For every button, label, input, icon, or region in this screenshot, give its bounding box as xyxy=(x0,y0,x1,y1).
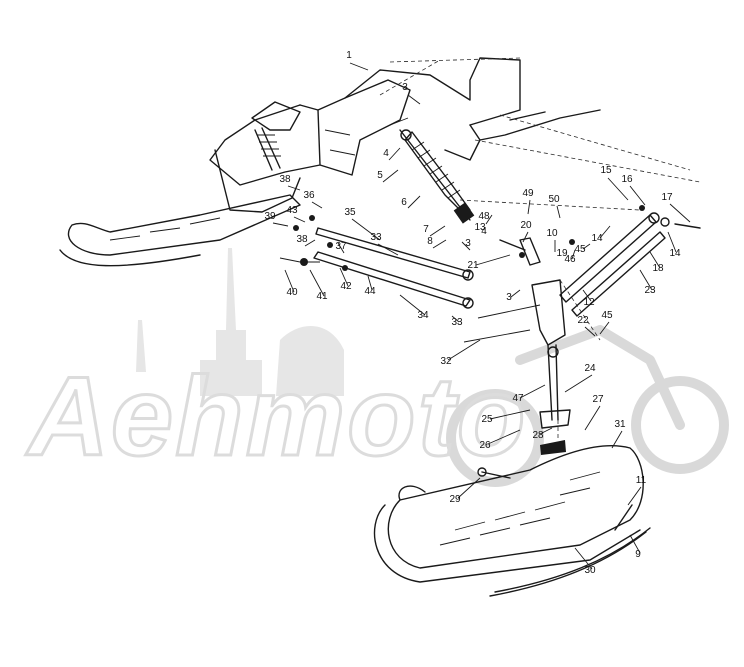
callout-42: 42 xyxy=(340,281,352,292)
callout-12: 12 xyxy=(583,297,595,308)
watermark-text: Aehmoto xyxy=(25,354,527,479)
control-arms xyxy=(279,215,474,309)
callout-9: 9 xyxy=(635,549,641,560)
callout-50: 50 xyxy=(548,194,560,205)
callout-45b: 45 xyxy=(601,310,613,321)
watermark: Aehmoto xyxy=(24,248,729,487)
watermark-wheel-right xyxy=(631,376,729,474)
left-suspension xyxy=(59,101,301,267)
callout-32: 32 xyxy=(440,356,452,367)
callout-15: 15 xyxy=(600,165,612,176)
callout-8: 8 xyxy=(427,236,433,247)
callout-18: 18 xyxy=(652,263,664,274)
watermark-bike-frame xyxy=(515,325,685,430)
callout-45a: 45 xyxy=(574,244,586,255)
tie-rods xyxy=(559,205,701,317)
callout-29: 29 xyxy=(449,494,461,505)
callout-44: 44 xyxy=(364,286,376,297)
callout-3c: 3 xyxy=(506,292,512,303)
callout-27: 27 xyxy=(592,394,604,405)
callout-25: 25 xyxy=(481,414,493,425)
callout-31: 31 xyxy=(614,419,626,430)
frame-assembly xyxy=(209,57,701,211)
callout-6: 6 xyxy=(401,197,407,208)
callout-14a: 14 xyxy=(591,233,603,244)
callout-19: 19 xyxy=(556,248,568,259)
callout-4b: 4 xyxy=(481,226,487,237)
callout-46: 46 xyxy=(564,254,576,265)
callout-3b: 3 xyxy=(465,238,471,249)
watermark-wheel-left xyxy=(446,389,544,487)
callout-17: 17 xyxy=(661,192,673,203)
callout-14b: 14 xyxy=(669,248,681,259)
callout-47: 47 xyxy=(512,393,524,404)
callout-16: 16 xyxy=(621,174,633,185)
watermark-dome-shape xyxy=(136,320,344,396)
spindle-assembly xyxy=(463,237,601,429)
callout-34: 34 xyxy=(417,310,429,321)
callout-13: 13 xyxy=(474,222,486,233)
callout-38a: 38 xyxy=(279,174,291,185)
callout-20: 20 xyxy=(520,220,532,231)
watermark-spire-shape xyxy=(200,248,262,396)
callout-22: 22 xyxy=(577,315,589,326)
callout-38b: 38 xyxy=(296,234,308,245)
callout-48: 48 xyxy=(478,211,490,222)
callout-49: 49 xyxy=(522,188,534,199)
leader-lines xyxy=(272,62,691,570)
callout-5: 5 xyxy=(377,170,383,181)
callout-33a: 33 xyxy=(370,232,382,243)
callout-1: 1 xyxy=(346,50,352,61)
callout-21: 21 xyxy=(467,260,479,271)
callout-37: 37 xyxy=(335,241,347,252)
callout-23: 23 xyxy=(644,285,656,296)
ski-assembly xyxy=(373,420,651,597)
callout-43: 43 xyxy=(286,205,298,216)
callout-24: 24 xyxy=(584,363,596,374)
callout-11: 11 xyxy=(636,475,647,486)
callout-36: 36 xyxy=(303,190,315,201)
shock-absorber xyxy=(399,129,475,224)
callout-41: 41 xyxy=(316,291,328,302)
callout-7: 7 xyxy=(423,224,429,235)
callout-33b: 33 xyxy=(451,317,463,328)
callout-3a: 3 xyxy=(402,82,408,93)
callout-10: 10 xyxy=(546,228,558,239)
callout-4a: 4 xyxy=(383,148,389,159)
callout-39: 39 xyxy=(264,211,276,222)
callout-40: 40 xyxy=(286,287,298,298)
callout-26: 26 xyxy=(479,440,491,451)
callout-28: 28 xyxy=(532,430,544,441)
callout-30: 30 xyxy=(584,565,596,576)
callout-35: 35 xyxy=(344,207,356,218)
